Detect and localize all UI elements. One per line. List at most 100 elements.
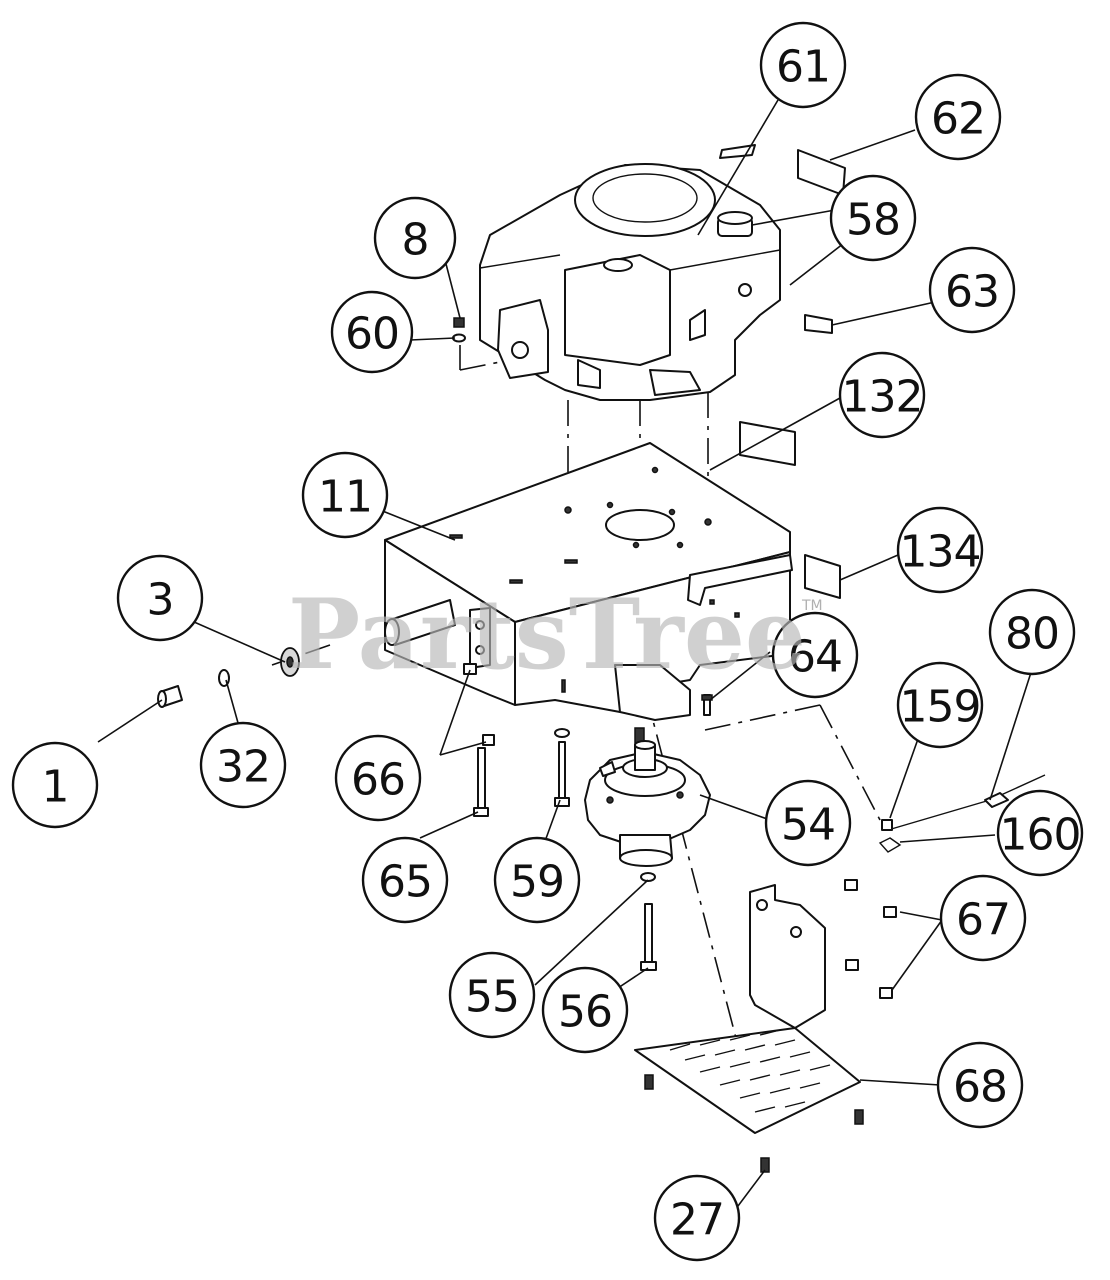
bolt-59[interactable] [554, 741, 570, 807]
callout-circle [334, 734, 422, 822]
callout-label: 61 [776, 42, 830, 93]
callout-label: 32 [216, 742, 270, 793]
callout-label: 67 [956, 895, 1010, 946]
washer-55[interactable] [640, 872, 656, 882]
callout-label: 3 [147, 575, 174, 626]
decal-134[interactable] [804, 554, 841, 599]
callout-circle [493, 836, 581, 924]
hub-cap-3[interactable] [280, 647, 300, 677]
callout-58[interactable]: 58 [829, 174, 917, 262]
clip-160[interactable] [878, 837, 902, 853]
decal-132[interactable] [739, 421, 796, 466]
callout-circle [301, 451, 389, 539]
callout-61[interactable]: 61 [759, 21, 847, 109]
callout-label: 11 [318, 472, 372, 523]
callout-circle [928, 246, 1016, 334]
callout-label: 68 [953, 1062, 1007, 1113]
callout-27[interactable]: 27 [653, 1174, 741, 1262]
callout-label: 160 [1000, 810, 1081, 861]
callout-67[interactable]: 67 [939, 874, 1027, 962]
callout-56[interactable]: 56 [541, 966, 629, 1054]
callout-circle [914, 73, 1002, 161]
watermark-tm: TM [801, 598, 823, 614]
leader-lines [97, 99, 1036, 1211]
callout-label: 63 [945, 267, 999, 318]
callout-59[interactable]: 59 [493, 836, 581, 924]
pulley-54[interactable] [584, 740, 711, 867]
callout-circle [771, 611, 859, 699]
bolt-65[interactable] [473, 747, 489, 817]
callout-circle [373, 196, 457, 280]
callout-66[interactable]: 66 [334, 734, 422, 822]
engine-mount-box-11[interactable] [384, 442, 793, 721]
watermark-text: PartsTree [288, 578, 806, 691]
axle-tube[interactable] [384, 599, 456, 646]
callout-label: 56 [558, 987, 612, 1038]
callout-label: 27 [670, 1195, 724, 1246]
callout-circle [988, 588, 1076, 676]
callout-label: 1 [42, 762, 69, 813]
callout-circle [996, 789, 1084, 877]
clip-63[interactable] [804, 314, 833, 334]
callout-label: 132 [842, 372, 923, 423]
callout-label: 62 [931, 94, 985, 145]
washer-59[interactable] [554, 728, 570, 738]
callout-3[interactable]: 3 [116, 554, 204, 642]
callout-circle [541, 966, 629, 1054]
callout-159[interactable]: 159 [896, 661, 984, 749]
nut-8[interactable] [453, 317, 465, 328]
callout-label: 134 [900, 527, 981, 578]
callout-label: 60 [345, 309, 399, 360]
callout-circle [11, 741, 99, 829]
callout-label: 66 [351, 755, 405, 806]
callout-32[interactable]: 32 [199, 721, 287, 809]
callout-circle [939, 874, 1027, 962]
partstree-watermark: PartsTree TM [288, 578, 823, 691]
callout-circle [199, 721, 287, 809]
callout-60[interactable]: 60 [330, 290, 414, 374]
callout-label: 8 [402, 215, 429, 266]
callout-circle [653, 1174, 741, 1262]
bolts-67[interactable] [844, 879, 897, 999]
callout-64[interactable]: 64 [771, 611, 859, 699]
callout-circle [759, 21, 847, 109]
callout-circle [361, 836, 449, 924]
bolt-64[interactable] [701, 694, 713, 716]
callout-8[interactable]: 8 [373, 196, 457, 280]
callout-54[interactable]: 54 [764, 779, 852, 867]
callout-circle [829, 174, 917, 262]
callout-label: 80 [1005, 609, 1059, 660]
callout-11[interactable]: 11 [301, 451, 389, 539]
screws-27[interactable] [644, 1074, 864, 1173]
callout-55[interactable]: 55 [448, 951, 536, 1039]
engine-assembly[interactable] [479, 163, 781, 401]
bolt-1[interactable] [157, 685, 183, 708]
callout-1[interactable]: 1 [11, 741, 99, 829]
callout-circle [330, 290, 414, 374]
callout-circle [764, 779, 852, 867]
callout-80[interactable]: 80 [988, 588, 1076, 676]
callout-label: 65 [378, 857, 432, 908]
bolt-56[interactable] [640, 903, 657, 971]
callout-134[interactable]: 134 [896, 506, 984, 594]
callout-132[interactable]: 132 [838, 351, 926, 439]
callout-label: 159 [900, 682, 981, 733]
callout-circle [936, 1041, 1024, 1129]
callout-160[interactable]: 160 [996, 789, 1084, 877]
callout-circle [896, 661, 984, 749]
callout-circle [896, 506, 984, 594]
ferrule-159[interactable] [881, 819, 893, 831]
callout-62[interactable]: 62 [914, 73, 1002, 161]
foot-plate-68[interactable] [634, 884, 861, 1134]
callout-label: 58 [846, 195, 900, 246]
callout-label: 54 [781, 800, 835, 851]
callout-63[interactable]: 63 [928, 246, 1016, 334]
nut-66-lower[interactable] [482, 734, 495, 746]
callout-label: 64 [788, 632, 842, 683]
callout-label: 55 [465, 972, 519, 1023]
callout-68[interactable]: 68 [936, 1041, 1024, 1129]
nut-66-upper[interactable] [463, 663, 477, 675]
callout-65[interactable]: 65 [361, 836, 449, 924]
